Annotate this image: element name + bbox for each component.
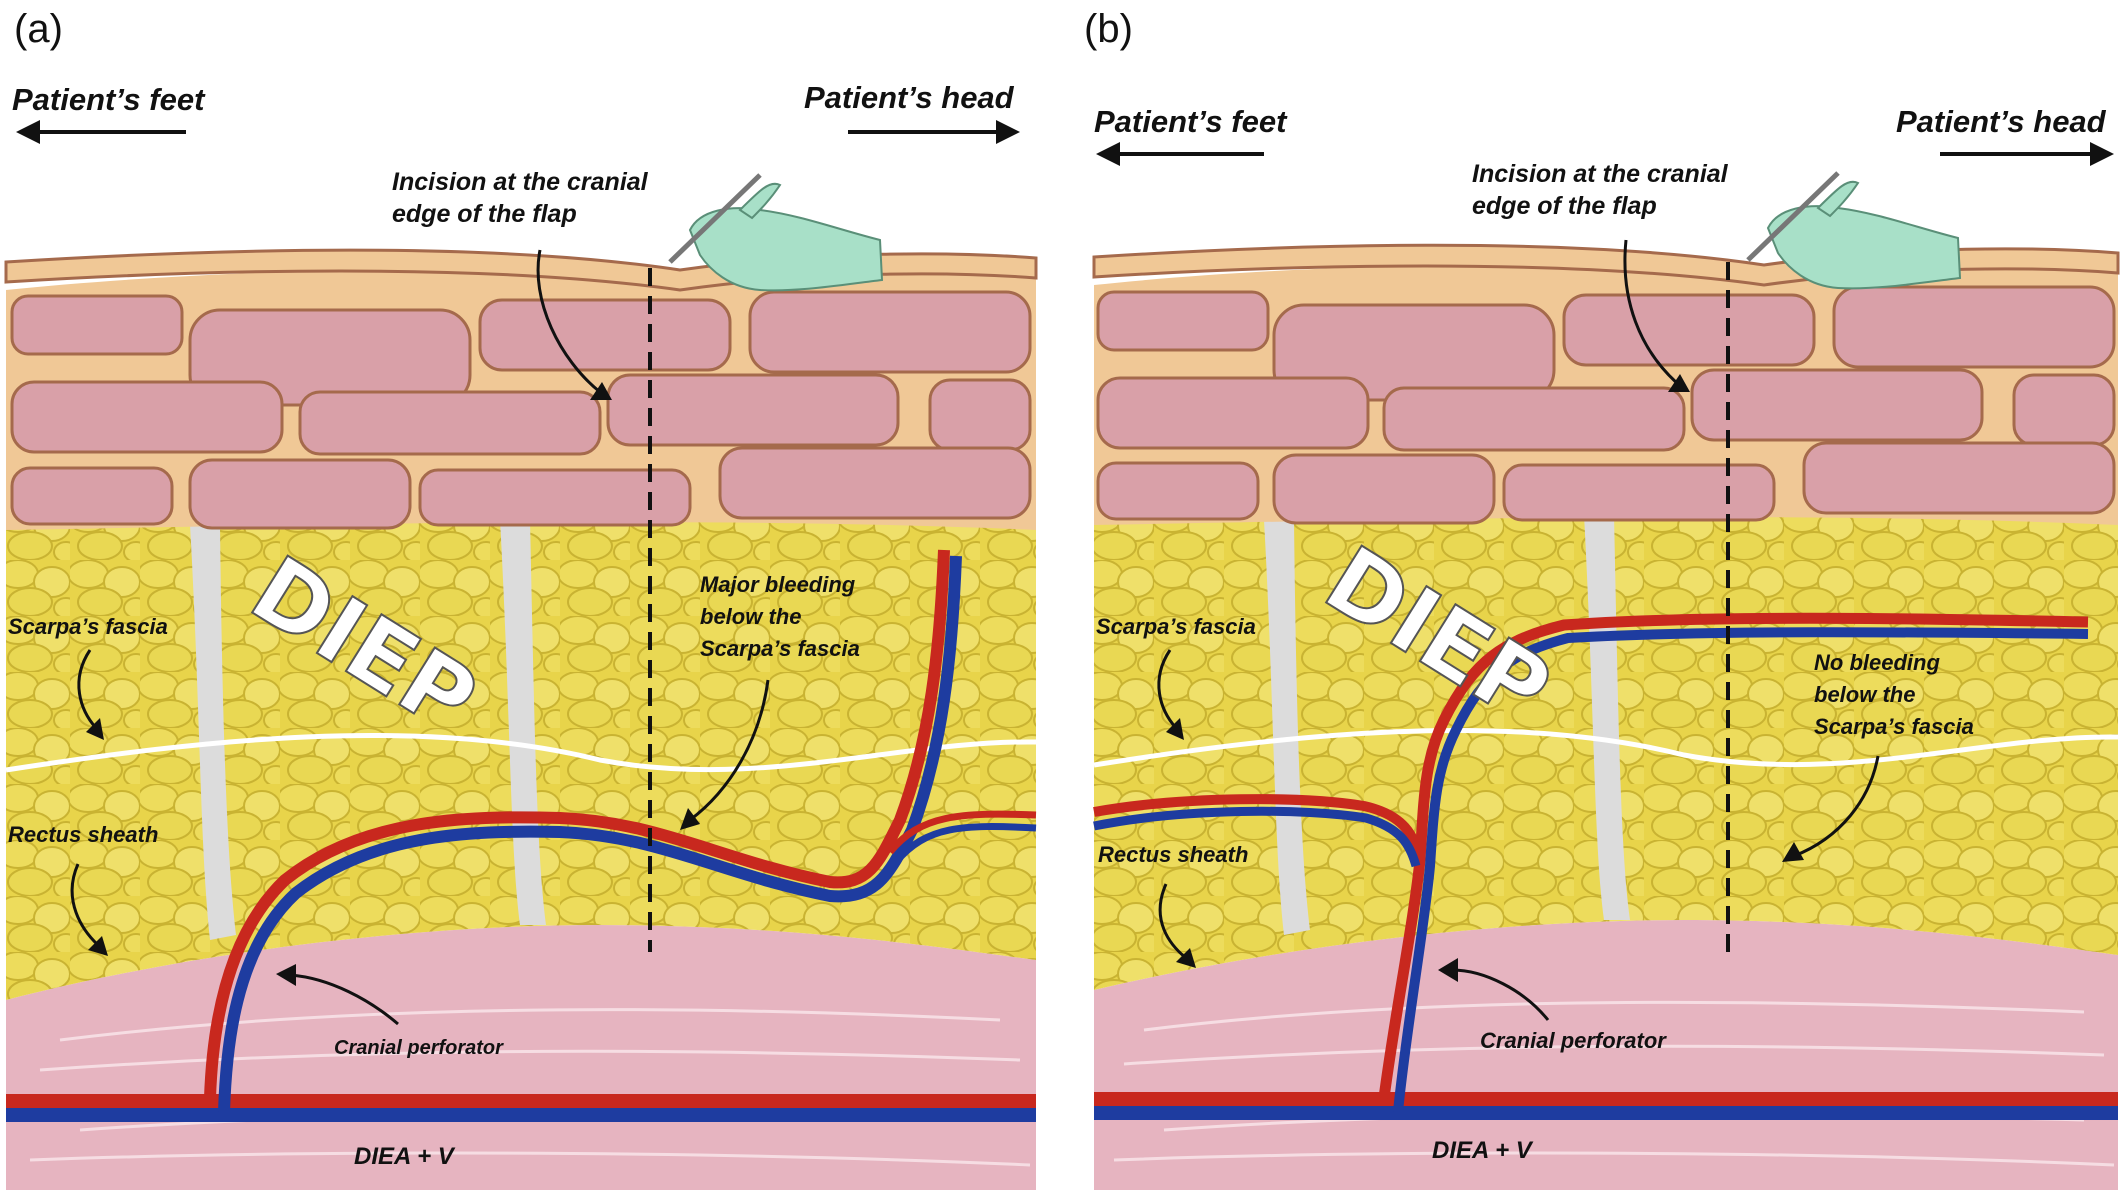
incision-label-line1: Incision at the cranial bbox=[1472, 160, 1729, 188]
fat-septa bbox=[190, 520, 546, 940]
panel-label: (b) bbox=[1084, 7, 1133, 51]
dermis-blocks bbox=[10, 290, 1032, 530]
scalpel-icon bbox=[668, 173, 762, 264]
perforator-branch-vein bbox=[893, 823, 1037, 865]
incision-label-line2: edge of the flap bbox=[1472, 192, 1657, 220]
rectus-muscle bbox=[1094, 920, 2118, 1190]
perforator-branch bbox=[887, 810, 1037, 855]
patient-head-label: Patient’s head bbox=[804, 80, 1015, 115]
bleeding-label-line2: below the bbox=[1814, 682, 1915, 707]
perforator-arrow-icon bbox=[1438, 958, 1550, 1021]
dermis-blocks bbox=[1096, 285, 2116, 525]
bleeding-label-line1: Major bleeding bbox=[700, 572, 856, 597]
scarpa-fascia-line bbox=[5, 732, 1037, 773]
diea-artery bbox=[6, 1094, 1036, 1108]
fat-septa bbox=[1264, 515, 1630, 935]
scalpel-icon bbox=[1746, 171, 1840, 262]
bleeding-label-line3: Scarpa’s fascia bbox=[700, 636, 860, 661]
surgeon-hand-icon bbox=[1766, 180, 1962, 290]
bleeding-label-line3: Scarpa’s fascia bbox=[1814, 714, 1974, 739]
bleeding-label-line2: below the bbox=[700, 604, 801, 629]
patient-feet-label: Patient’s feet bbox=[12, 82, 206, 117]
scarpa-fascia-label: Scarpa’s fascia bbox=[1096, 614, 1256, 639]
diea-v-label: DIEA + V bbox=[354, 1143, 456, 1170]
incision-arrow-icon bbox=[536, 249, 612, 400]
perforator-arrow-icon bbox=[276, 964, 399, 1026]
incision-label-line2: edge of the flap bbox=[392, 200, 577, 228]
panel-a: (a) Patient’s feet Patient’s head bbox=[0, 0, 1052, 1197]
panel-label: (a) bbox=[14, 7, 63, 51]
patient-head-label: Patient’s head bbox=[1896, 104, 2107, 139]
cranial-perforator-label: Cranial perforator bbox=[334, 1037, 504, 1059]
rectus-arrow-icon bbox=[1158, 883, 1196, 968]
panel-b-illustration: (b) Patient’s feet Patient’s head bbox=[1084, 7, 2120, 1190]
rectus-muscle bbox=[6, 925, 1036, 1190]
perforator-vein bbox=[218, 555, 962, 1113]
bleeding-arrow-icon bbox=[1782, 755, 1880, 862]
incision-label-line1: Incision at the cranial bbox=[392, 168, 649, 196]
arrow-right-icon bbox=[848, 120, 1020, 144]
rectus-sheath-label: Rectus sheath bbox=[8, 822, 158, 847]
perforator-branch bbox=[1093, 794, 1425, 862]
scarpa-arrow-icon bbox=[77, 649, 104, 740]
panel-a-illustration: (a) Patient’s feet Patient’s head bbox=[4, 7, 1038, 1190]
perforator-artery bbox=[204, 549, 950, 1099]
perforator-branch-vein bbox=[1093, 806, 1421, 868]
bleeding-label-line1: No bleeding bbox=[1814, 650, 1940, 675]
rectus-arrow-icon bbox=[70, 863, 108, 956]
panel-b: (b) Patient’s feet Patient’s head bbox=[1084, 0, 2128, 1197]
perforator-artery bbox=[1378, 612, 2089, 1099]
incision-arrow-icon bbox=[1623, 239, 1690, 392]
arrow-right-icon bbox=[1940, 142, 2114, 166]
rectus-sheath-label: Rectus sheath bbox=[1098, 842, 1248, 867]
diea-vein bbox=[1094, 1106, 2118, 1120]
scarpa-fascia-label: Scarpa’s fascia bbox=[8, 614, 168, 639]
surgeon-hand-icon bbox=[688, 182, 884, 292]
scarpa-fascia-line bbox=[1093, 727, 2119, 768]
arrow-left-icon bbox=[16, 120, 186, 144]
arrow-left-icon bbox=[1096, 142, 1264, 166]
patient-feet-label: Patient’s feet bbox=[1094, 104, 1288, 139]
diea-vein bbox=[6, 1108, 1036, 1122]
scarpa-arrow-icon bbox=[1157, 649, 1184, 740]
perforator-vein bbox=[1393, 627, 2089, 1113]
cranial-perforator-label: Cranial perforator bbox=[1480, 1028, 1667, 1053]
bleeding-arrow-icon bbox=[680, 679, 770, 830]
diea-v-label: DIEA + V bbox=[1432, 1137, 1534, 1164]
diea-artery bbox=[1094, 1092, 2118, 1106]
